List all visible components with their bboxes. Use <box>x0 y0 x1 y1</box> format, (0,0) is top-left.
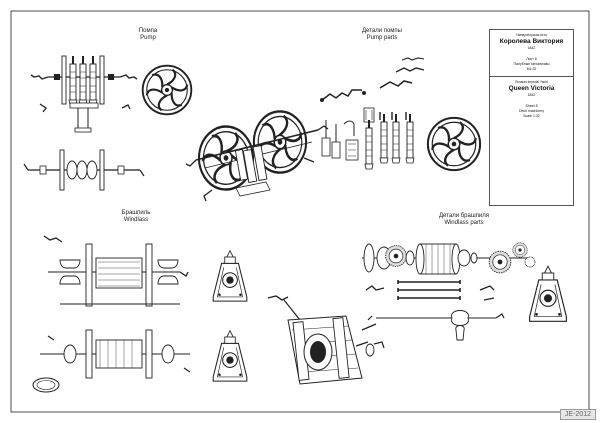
windlass-top-view <box>32 329 191 393</box>
windlass-parts-label-en: Windlass parts <box>444 220 484 226</box>
watermark-badge: JE-2012 <box>559 409 596 420</box>
title-ru-year: 1842 <box>527 46 536 50</box>
title-en-name: Queen Victoria <box>508 85 555 92</box>
windlass-label-en: Windlass <box>123 217 149 223</box>
sheet-border <box>10 10 590 413</box>
windlass-isometric-view <box>267 295 385 385</box>
pump-label: Помпа Pump <box>128 28 168 42</box>
title-en-sheet: Sheet 8 <box>525 104 538 108</box>
title-en-year: 1842 <box>527 93 536 97</box>
windlass-label-ru: Брашпиль <box>121 210 151 216</box>
windlass-parts <box>362 242 567 341</box>
pump-label-ru: Помпа <box>138 28 158 34</box>
windlass-parts-label: Детали брашпиля Windlass parts <box>430 213 498 227</box>
pump-parts-label: Детали помпы Pump parts <box>354 28 410 42</box>
windlass-end-view <box>212 250 248 302</box>
pump-parts-label-ru: Детали помпы <box>361 28 402 34</box>
pump-wheel-side-view <box>141 64 193 116</box>
pump-isometric-view <box>185 107 329 202</box>
pump-top-view <box>23 149 145 191</box>
title-ru-scale: М1:32 <box>526 67 537 71</box>
windlass-end-view-2 <box>212 330 248 382</box>
windlass-front-view <box>43 235 189 307</box>
title-ru-desc: Палубные механизмы <box>513 62 550 66</box>
windlass-label: Брашпиль Windlass <box>114 210 158 224</box>
title-ru-type: Императорская яхта <box>516 33 547 37</box>
title-en-desc: Deck machinery <box>518 109 545 113</box>
title-block: Императорская яхта Королева Виктория 184… <box>489 29 574 206</box>
pump-parts-label-en: Pump parts <box>366 35 398 41</box>
title-en-type: Russian Imperial Yacht <box>515 80 548 84</box>
windlass-parts-label-ru: Детали брашпиля <box>438 213 489 219</box>
pump-front-view <box>30 55 138 133</box>
pump-label-en: Pump <box>140 35 156 41</box>
pump-parts <box>320 57 482 172</box>
title-ru-sheet: Лист 8 <box>526 57 537 61</box>
cartouche-emblem <box>32 377 60 393</box>
title-separator <box>490 76 573 77</box>
title-ru-name: Королева Виктория <box>499 38 564 45</box>
title-en-scale: Scale 1:32 <box>523 114 540 118</box>
